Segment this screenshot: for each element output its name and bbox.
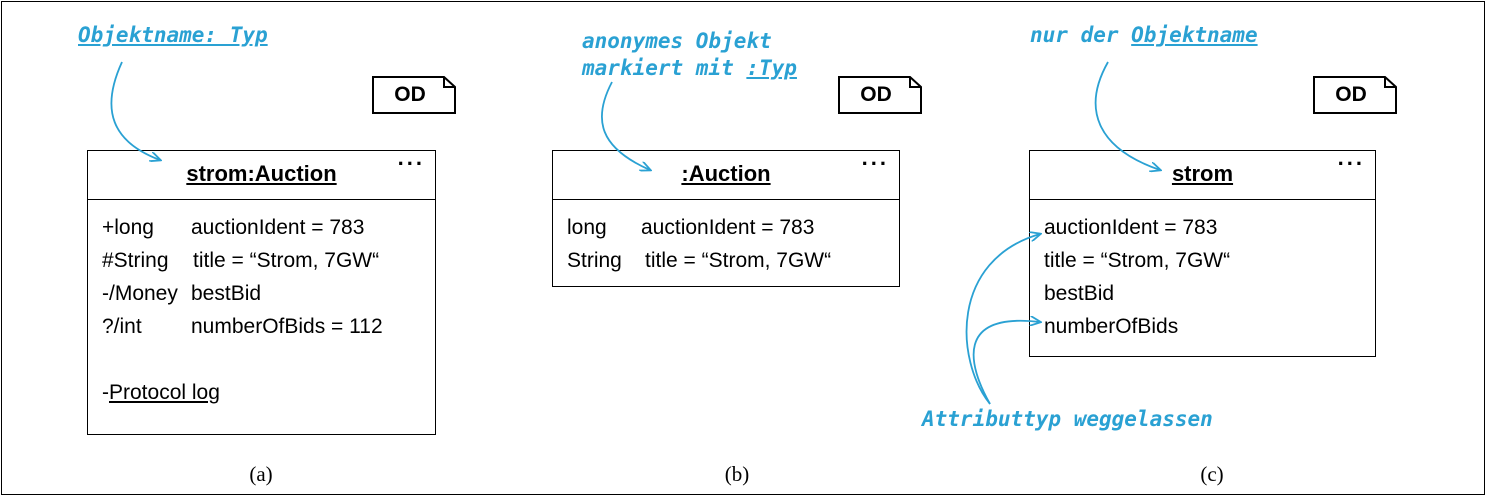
arrow-c-to-auctionident [965, 234, 1040, 405]
arrow-a-to-title [110, 61, 160, 160]
object-title: :Auction [681, 161, 771, 186]
static-attribute-row: -Protocol log [102, 381, 220, 404]
od-tag-b: OD [838, 76, 922, 114]
arrow-b-to-title [600, 81, 650, 170]
arrow-c-to-title [1094, 61, 1160, 170]
od-tag-label: OD [1335, 83, 1367, 106]
object-title: strom [1171, 161, 1234, 186]
attribute-row: auctionIdent = 783 [1044, 216, 1218, 239]
note-nur-objektname: nur der Objektname [1030, 23, 1258, 47]
more-marker: ... [397, 145, 425, 170]
arrow-c-to-numberofbids [972, 321, 1040, 405]
more-marker: ... [861, 145, 889, 170]
od-tag-c: OD [1313, 76, 1397, 114]
note-objektname-typ: Objektname: Typ [78, 23, 268, 47]
caption-b: (b) [724, 462, 750, 486]
note-anonymes-objekt-line1: anonymes Objekt [582, 29, 772, 53]
more-marker: ... [1337, 145, 1365, 170]
attribute-row: title = “Strom, 7GW“ [1044, 249, 1231, 272]
object-title: strom:Auction [186, 161, 337, 186]
note-anonymes-objekt-line2: markiert mit :Typ [582, 56, 797, 80]
object-box-strom: strom ... auctionIdent = 783 title = “St… [1029, 145, 1376, 357]
object-header: strom ... [1030, 145, 1375, 200]
caption-a: (a) [249, 462, 273, 486]
object-header: strom:Auction ... [88, 145, 435, 200]
od-tag-label: OD [394, 83, 426, 106]
object-header: :Auction ... [553, 145, 899, 200]
caption-c: (c) [1200, 462, 1224, 486]
od-tag-label: OD [860, 83, 892, 106]
attribute-list: auctionIdent = 783 title = “Strom, 7GW“ … [1044, 211, 1230, 343]
attribute-row: numberOfBids [1044, 315, 1179, 338]
note-attributtyp-weggelassen: Attributtyp weggelassen [922, 407, 1213, 431]
od-tag-a: OD [372, 76, 456, 114]
attribute-row: bestBid [1044, 282, 1115, 305]
